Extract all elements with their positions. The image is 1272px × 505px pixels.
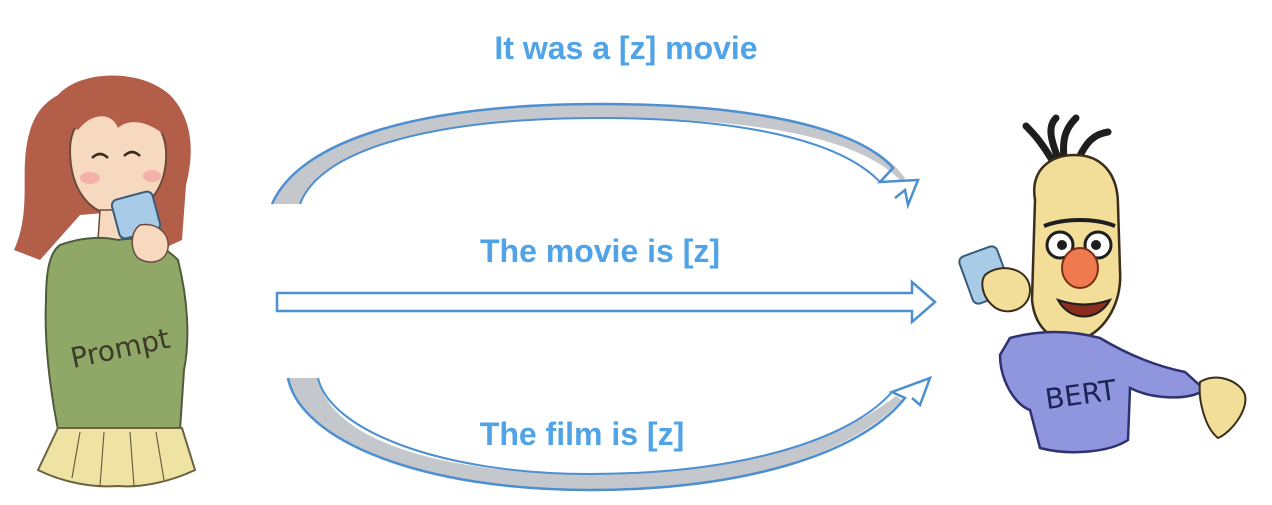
girl-cheek xyxy=(80,172,100,184)
bert-hair xyxy=(1022,114,1112,164)
bert-nose xyxy=(1061,247,1099,289)
prompt-label-middle: The movie is [z] xyxy=(479,233,721,269)
arrow-outline xyxy=(286,375,933,492)
girl-skirt xyxy=(36,427,197,488)
bert-illustration: BERT xyxy=(958,114,1247,454)
girl-cheek xyxy=(143,170,161,182)
girl-illustration: Prompt xyxy=(14,75,197,488)
bert-pupil xyxy=(1057,240,1067,250)
girl-eye-left xyxy=(91,152,109,159)
bert-brow xyxy=(1043,218,1116,228)
girl-eye-right xyxy=(123,150,141,157)
curved-arrow-down-right-icon xyxy=(286,375,933,492)
arrow-shadow xyxy=(288,378,902,490)
girl-hand xyxy=(131,223,169,263)
arrow-outline xyxy=(270,102,920,210)
bert-mouth xyxy=(1055,298,1113,318)
bert-hand xyxy=(1198,376,1247,440)
bert-pupil xyxy=(1091,240,1101,250)
prompt-label-top: It was a [z] movie xyxy=(494,30,758,66)
prompt-label-bottom: The film is [z] xyxy=(479,416,685,452)
arrow-shadow xyxy=(272,104,905,204)
bert-hand xyxy=(981,267,1032,313)
arrow-outline xyxy=(317,377,893,476)
girl-bangs xyxy=(62,89,172,140)
straight-arrow-right-icon xyxy=(275,279,937,325)
girl-sweater xyxy=(44,236,189,431)
bert-sweater xyxy=(998,330,1208,454)
curved-arrow-up-right-icon xyxy=(270,102,920,210)
arrow-outline xyxy=(299,116,881,205)
arrow-outline xyxy=(275,279,937,325)
girl-skirt-pleat xyxy=(71,431,165,487)
